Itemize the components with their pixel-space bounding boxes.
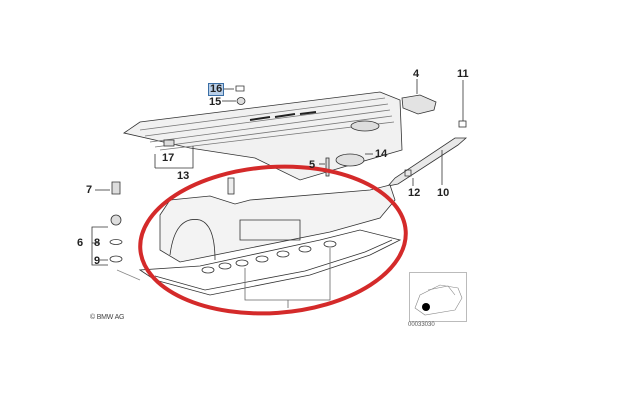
part-label-5[interactable]: 5: [309, 159, 316, 171]
part-label-10[interactable]: 10: [437, 187, 450, 199]
part-label-6[interactable]: 6: [77, 237, 84, 249]
copyright-text: © BMW AG: [90, 314, 125, 321]
part-label-14[interactable]: 14: [375, 148, 388, 160]
part-label-12[interactable]: 12: [408, 187, 421, 199]
part-label-7[interactable]: 7: [86, 184, 93, 196]
part-label-16[interactable]: 16: [207, 83, 225, 96]
part-label-17[interactable]: 17: [162, 152, 175, 164]
highlight-ellipse: [138, 164, 408, 316]
part-label-8[interactable]: 8: [94, 237, 101, 249]
part-label-4[interactable]: 4: [413, 68, 420, 80]
vehicle-location-thumbnail: [409, 272, 467, 322]
part-label-15[interactable]: 15: [209, 96, 222, 108]
part-label-11[interactable]: 11: [457, 68, 469, 80]
part-label-13[interactable]: 13: [177, 170, 190, 182]
diagram-id: 00033030: [408, 322, 435, 328]
part-label-9[interactable]: 9: [94, 255, 101, 267]
